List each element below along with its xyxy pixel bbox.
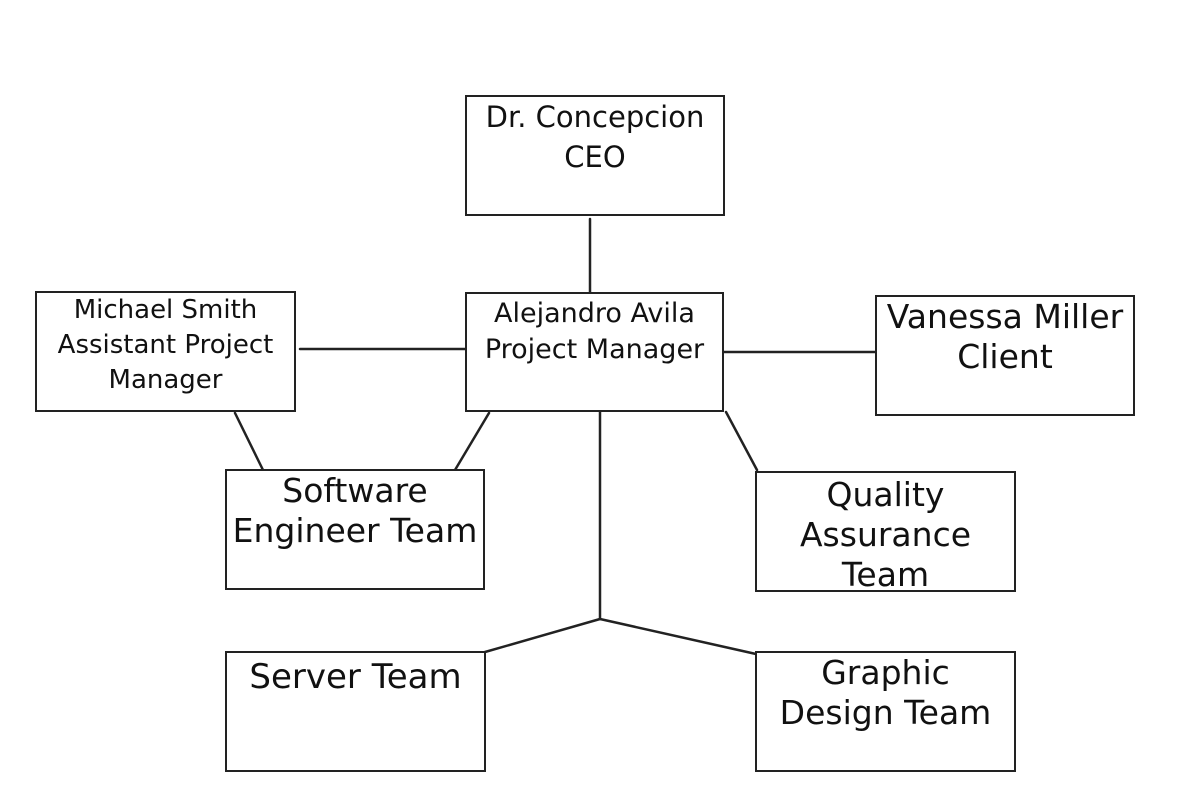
node-assistant-pm-name: Michael Smith [73, 295, 258, 325]
connector-pm-swe [453, 411, 491, 472]
node-server-team: Server Team [225, 651, 486, 772]
node-quality-assurance-line2: Assurance [799, 515, 972, 554]
node-ceo-role: CEO [564, 140, 626, 174]
node-ceo: Dr. Concepcion CEO [465, 95, 725, 216]
node-graphic-design-line2: Design Team [779, 693, 992, 732]
node-project-manager: Alejandro Avila Project Manager [465, 292, 724, 412]
node-assistant-project-manager: Michael Smith Assistant Project Manager [35, 291, 296, 412]
node-client: Vanessa Miller Client [875, 295, 1135, 416]
node-quality-assurance-line3: Team [841, 555, 930, 594]
connector-pm-qa [724, 410, 759, 472]
node-project-manager-name: Alejandro Avila [494, 298, 695, 329]
node-graphic-design-team: Graphic Design Team [755, 651, 1016, 772]
node-graphic-design-line1: Graphic [821, 653, 950, 692]
node-assistant-pm-role-line1: Assistant Project [57, 330, 274, 360]
node-client-name: Vanessa Miller [886, 297, 1124, 336]
node-client-role: Client [957, 337, 1053, 376]
node-ceo-name: Dr. Concepcion [485, 100, 705, 134]
connector-apm-swe [233, 411, 265, 472]
node-software-engineer-team: Software Engineer Team [225, 469, 485, 590]
connector-trunk-server [483, 617, 602, 654]
node-project-manager-role: Project Manager [484, 334, 705, 365]
node-quality-assurance-team: Quality Assurance Team [755, 471, 1016, 594]
node-quality-assurance-line1: Quality [826, 475, 945, 514]
node-software-engineer-line2: Engineer Team [232, 511, 478, 550]
connector-trunk-graphic [598, 617, 758, 656]
node-server-line1: Server Team [249, 657, 462, 697]
node-assistant-pm-role-line2: Manager [108, 365, 223, 395]
node-software-engineer-line1: Software [282, 471, 428, 510]
